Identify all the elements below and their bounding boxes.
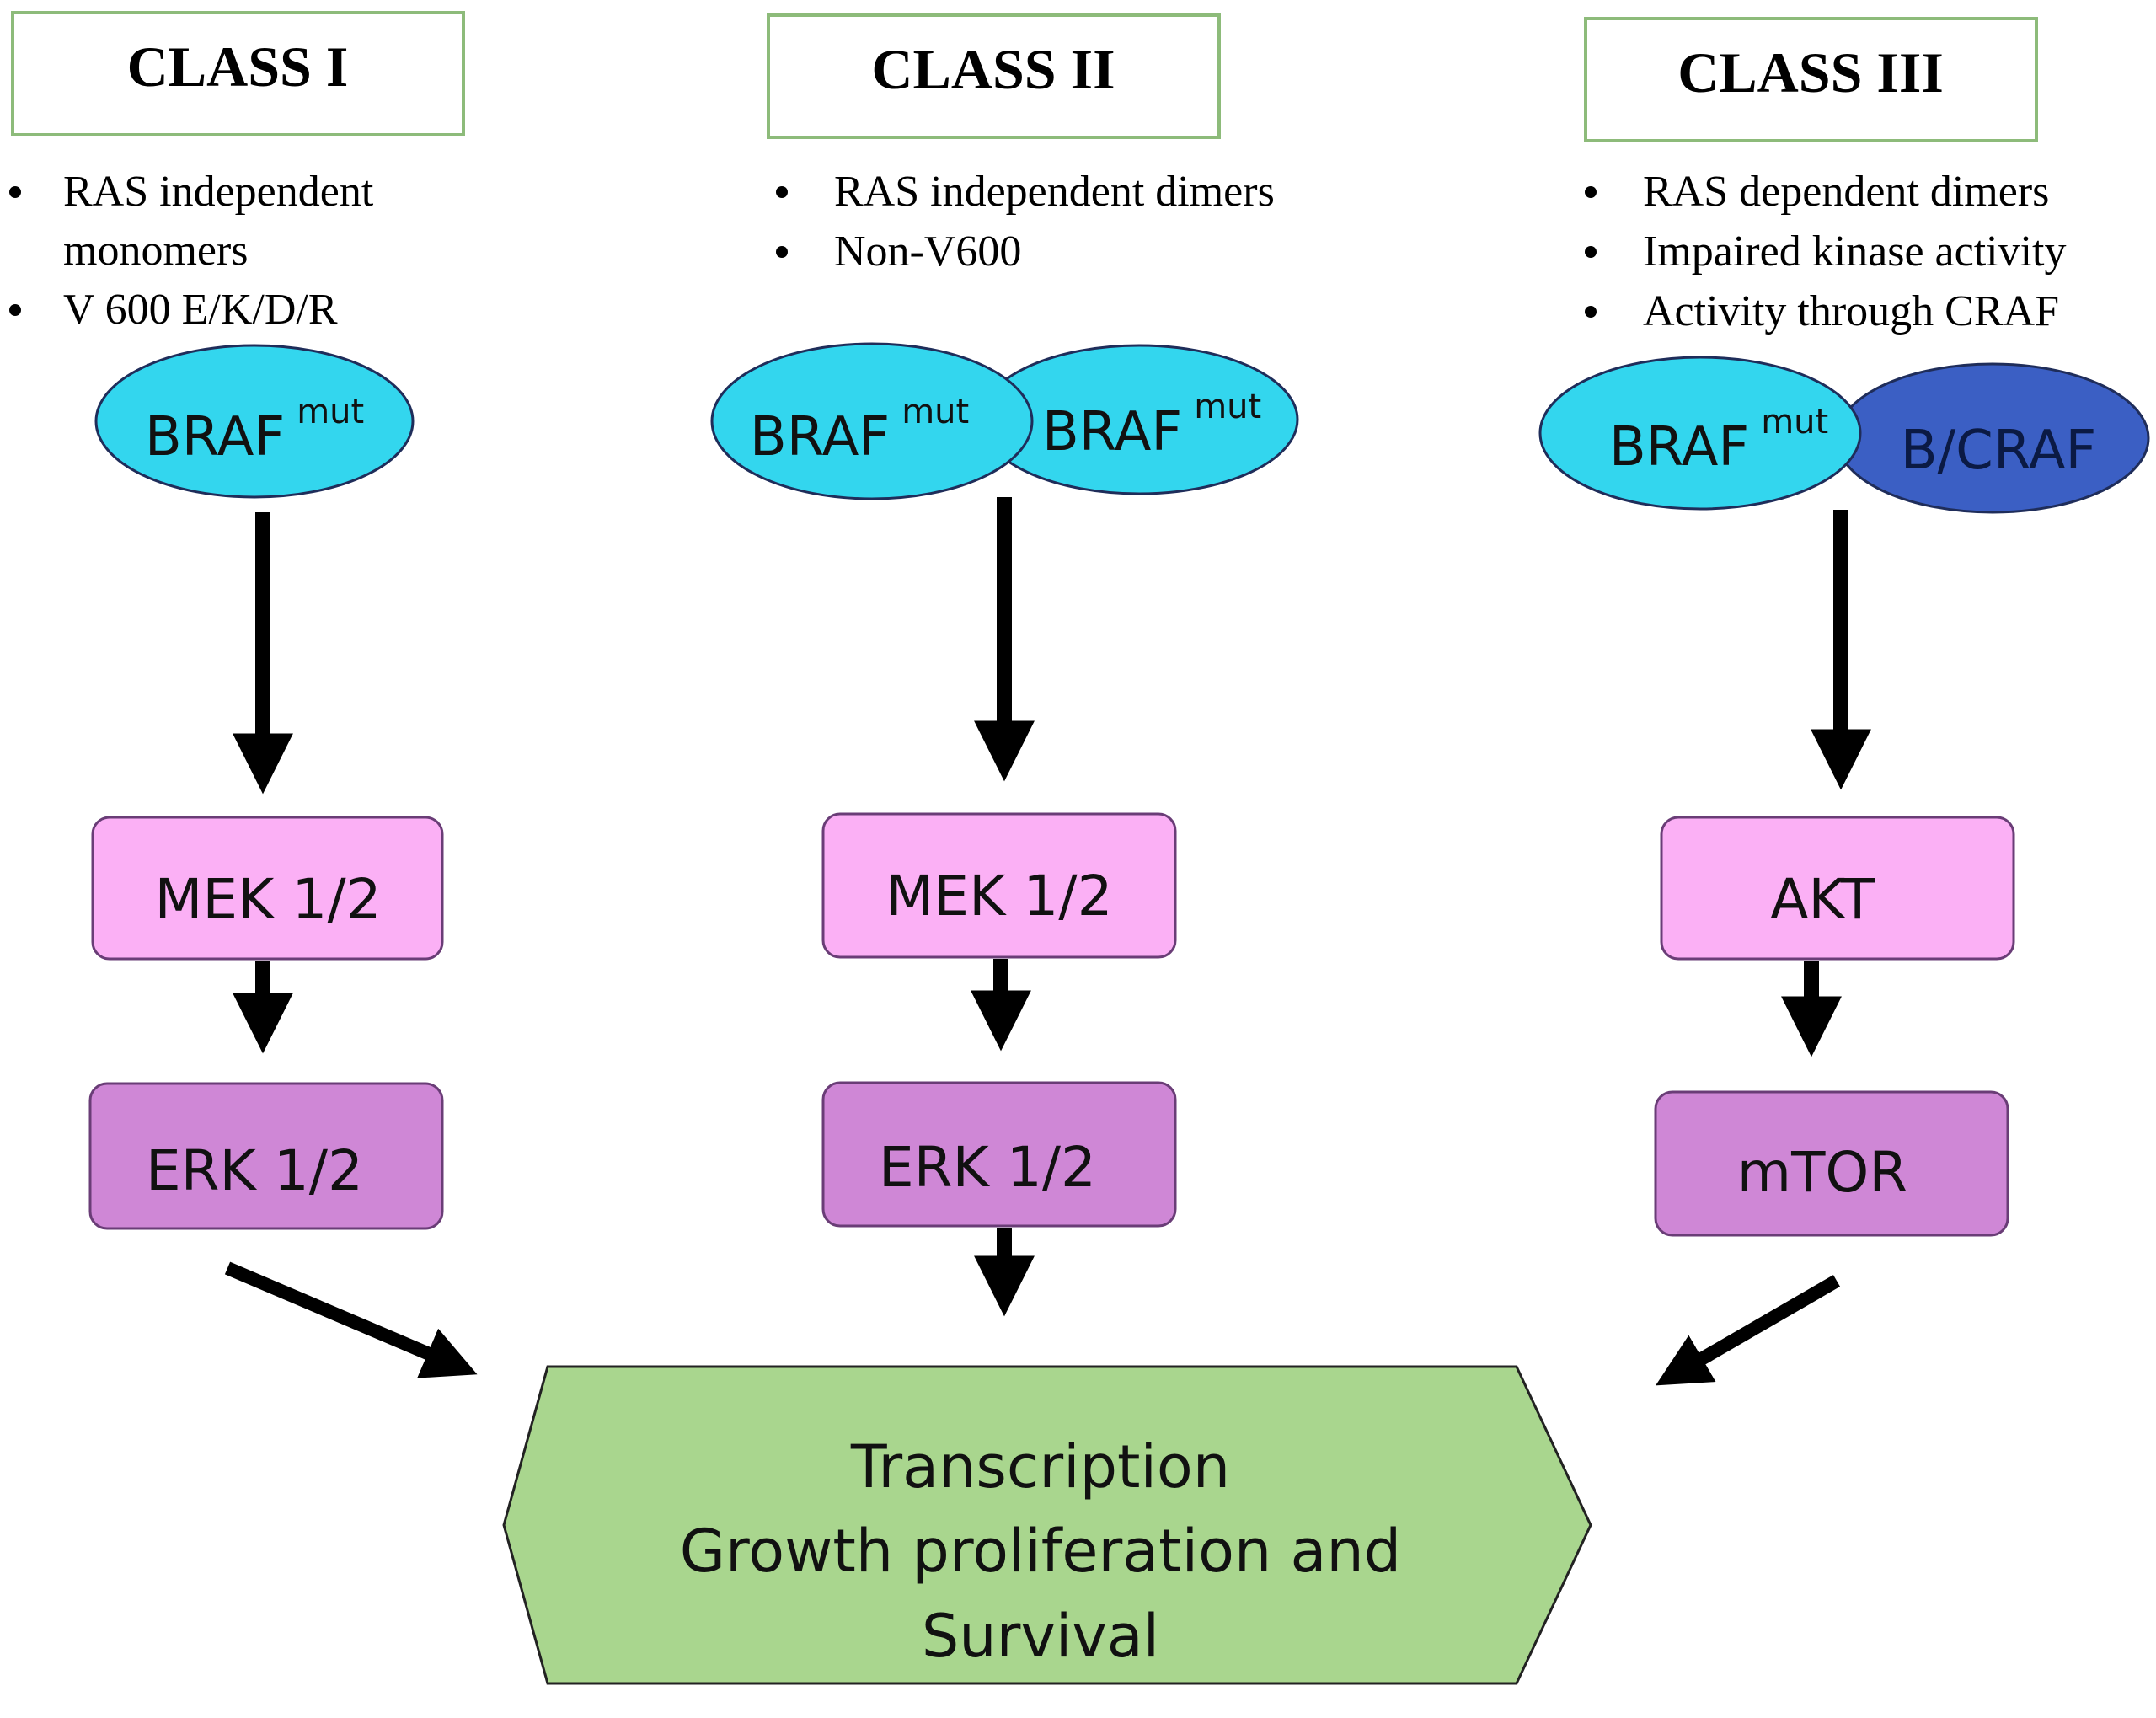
class-2-bullets: RAS independent dimers Non-V600 xyxy=(776,168,1275,276)
class-3-akt-box: AKT xyxy=(1660,816,2015,961)
class-1-erk-box: ERK 1/2 xyxy=(88,1082,444,1230)
class-1-mek-label: MEK 1/2 xyxy=(154,867,381,932)
class-1-bullet-1-cont: monomers xyxy=(63,227,249,275)
class-3-title: CLASS III xyxy=(1677,40,1944,104)
class-1-mek-box: MEK 1/2 xyxy=(91,816,444,961)
class-3-mtor-box: mTOR xyxy=(1654,1090,2009,1237)
class-1-braf-sup: mut xyxy=(297,393,364,431)
class-2-mek-label: MEK 1/2 xyxy=(885,864,1112,929)
class-2-braf-left-sup: mut xyxy=(901,393,969,431)
class-3-braf-craf-dimer: BRAF mut B/CRAF xyxy=(1538,356,2150,514)
class-2-braf-left-label: BRAF xyxy=(750,406,890,468)
class-3-arrow-mtor-to-outcome xyxy=(1656,1275,1841,1386)
class-1-bullets: RAS independent monomers V 600 E/K/D/R xyxy=(9,168,374,334)
class-3-braf-sup: mut xyxy=(1761,403,1828,442)
class-3-header: CLASS III xyxy=(1584,17,2038,142)
class-1-header: CLASS I xyxy=(11,11,465,136)
class-3-braf-ellipse xyxy=(1538,356,1862,511)
class-1-braf-label: BRAF xyxy=(145,406,285,468)
class-2-erk-label: ERK 1/2 xyxy=(879,1135,1096,1200)
class-1-braf-monomer: BRAF mut xyxy=(94,344,415,499)
class-3-bullet-3: Activity through CRAF xyxy=(1643,287,2059,335)
class-2-header: CLASS II xyxy=(767,13,1221,139)
outcome-line-3: Survival xyxy=(922,1602,1159,1671)
class-1-title: CLASS I xyxy=(127,35,349,99)
class-3-bullet-2: Impaired kinase activity xyxy=(1643,227,2066,276)
class-2-braf-dimer: BRAF mut BRAF mut xyxy=(710,342,1299,500)
class-3-akt-label: AKT xyxy=(1770,867,1875,932)
class-1-bullet-1: RAS independent xyxy=(63,168,374,216)
class-1-arrow-erk-to-outcome xyxy=(224,1261,478,1378)
class-2-braf-right-sup: mut xyxy=(1194,388,1261,426)
outcome-shape xyxy=(502,1365,1592,1685)
outcome-line-2: Growth proliferation and xyxy=(680,1517,1401,1586)
class-3-bullets: RAS dependent dimers Impaired kinase act… xyxy=(1585,168,2066,335)
class-1-erk-label: ERK 1/2 xyxy=(146,1138,363,1203)
outcome-line-1: Transcription xyxy=(850,1432,1230,1501)
class-3-braf-label: BRAF xyxy=(1609,416,1749,479)
class-2-title: CLASS II xyxy=(871,37,1115,101)
class-2-braf-ellipse-left xyxy=(710,342,1034,500)
class-1-bullet-2: V 600 E/K/D/R xyxy=(63,286,338,334)
class-1-braf-ellipse xyxy=(94,344,415,499)
class-3-mtor-label: mTOR xyxy=(1737,1140,1907,1205)
class-3-bullet-1: RAS dependent dimers xyxy=(1643,168,2049,216)
class-2-bullet-1: RAS independent dimers xyxy=(834,168,1275,216)
outcome-hexagon: Transcription Growth proliferation and S… xyxy=(502,1365,1592,1685)
class-3-bcraf-label: B/CRAF xyxy=(1901,420,2097,482)
class-2-erk-box: ERK 1/2 xyxy=(821,1081,1177,1228)
class-2-braf-right-label: BRAF xyxy=(1042,401,1182,463)
class-2-mek-box: MEK 1/2 xyxy=(821,812,1177,959)
class-2-bullet-2: Non-V600 xyxy=(834,227,1021,276)
